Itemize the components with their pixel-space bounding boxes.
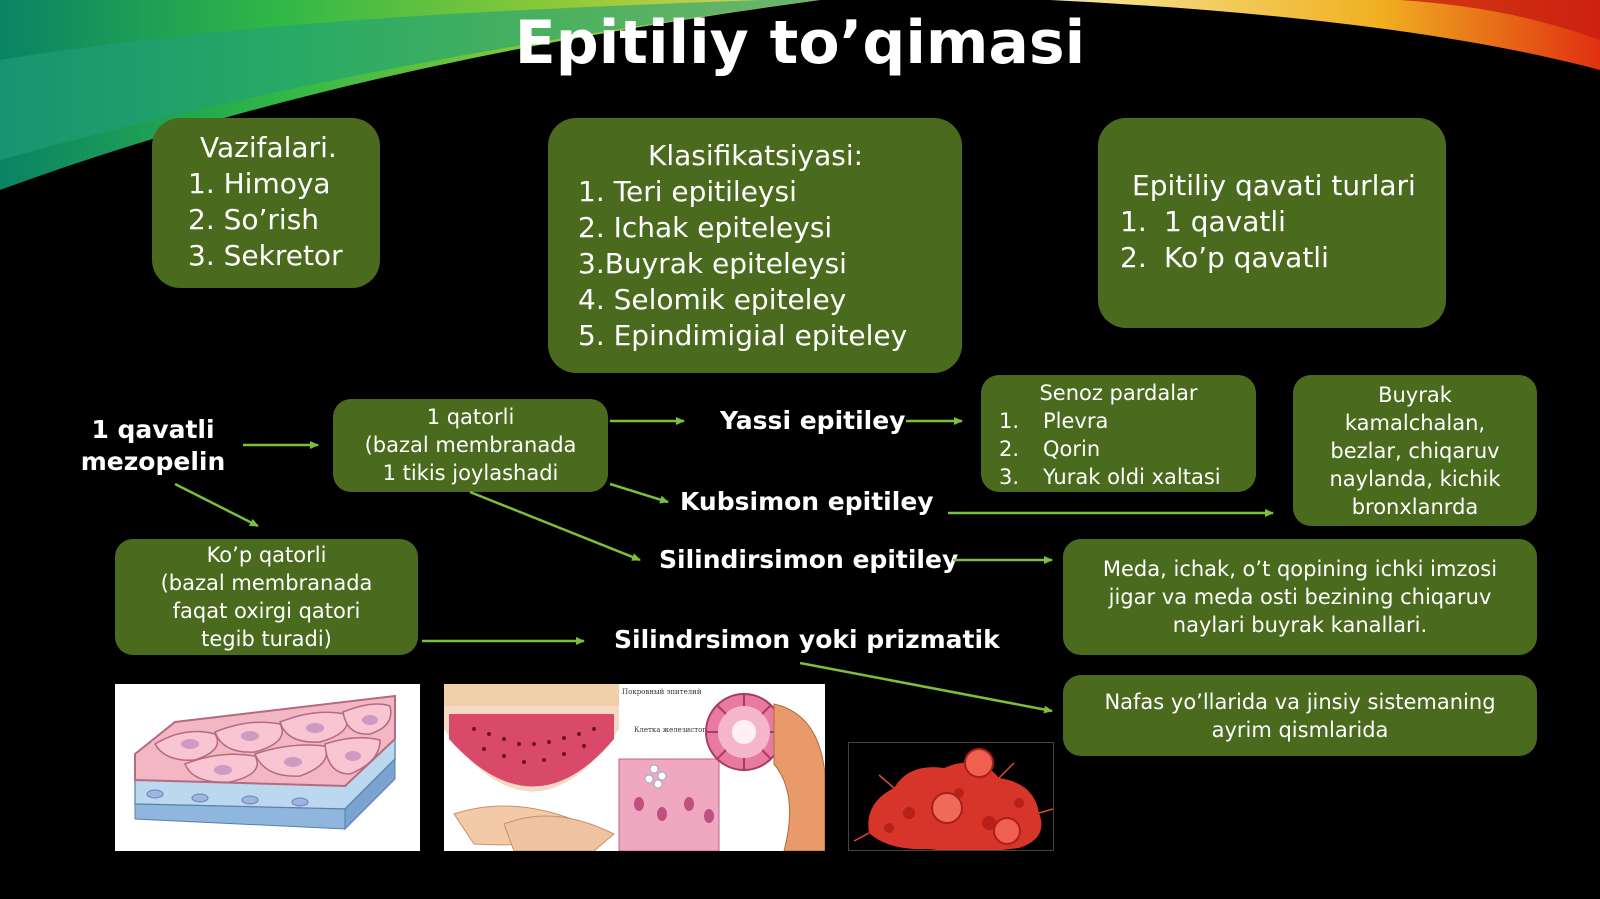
root-label-line: mezopelin	[80, 447, 226, 476]
kidney-line: kamalchalan,	[1344, 411, 1486, 435]
single-row-line: 1 tikis joylashadi	[382, 461, 559, 485]
item-number: 2.	[1120, 241, 1147, 274]
root-label-line: 1 qavatli	[91, 415, 215, 444]
arrow-single-to-cubic	[609, 482, 669, 504]
airways-line: Nafas yo’llarida va jinsiy sistemaning	[1104, 690, 1496, 714]
serous-item: 1. Plevra	[981, 407, 1256, 435]
multi-row-box: Ko’p qatorli (bazal membranada faqat oxi…	[115, 539, 418, 655]
serous-item: 2. Qorin	[981, 435, 1256, 463]
layer-types-item: 1. 1 qavatli	[1120, 204, 1446, 240]
functions-item: 3. Sekretor	[188, 239, 343, 272]
stomach-line: naylari buyrak kanallari.	[1172, 613, 1428, 637]
item-number: 1.	[1120, 205, 1147, 238]
classification-heading: Klasifikatsiyasi:	[648, 139, 864, 172]
arrow-single-to-cylinder	[469, 490, 641, 562]
single-row-line: 1 qatorli	[426, 405, 515, 429]
serous-heading: Senoz pardalar	[1039, 381, 1198, 405]
kidney-line: Buyrak	[1378, 383, 1452, 407]
single-row-line: (bazal membranada	[364, 433, 577, 457]
functions-item: 2. So’rish	[188, 203, 320, 236]
airways-line: ayrim qismlarida	[1211, 718, 1389, 742]
item-text: Plevra	[1043, 409, 1109, 433]
multi-row-line: faqat oxirgi qatori	[172, 599, 361, 623]
stomach-line: jigar va meda osti bezining chiqaruv	[1108, 585, 1492, 609]
layer-types-heading: Epitiliy qavati turlari	[1132, 169, 1416, 202]
root-label: 1 qavatli mezopelin	[78, 414, 228, 478]
item-text: Yurak oldi xaltasi	[1043, 465, 1221, 489]
squamous-epithelium-illustration	[115, 684, 420, 851]
item-text: Ko’p qavatli	[1164, 241, 1329, 274]
multi-row-line: (bazal membranada	[160, 571, 373, 595]
kidney-line: bronxlanrda	[1351, 495, 1479, 519]
single-row-box: 1 qatorli (bazal membranada 1 tikis joyl…	[333, 399, 608, 492]
classification-item: 4. Selomik epiteley	[578, 283, 847, 316]
classification-box: Klasifikatsiyasi: 1. Teri epitileysi 2. …	[548, 118, 962, 373]
skin-intestine-epithelium-illustration: Покровный эпителий Клетка железистого эп…	[444, 684, 825, 851]
prismatic-epithelium-label: Silindrsimon yoki prizmatik	[614, 625, 1000, 654]
kidney-line: naylanda, kichik	[1329, 467, 1501, 491]
item-number: 1.	[999, 409, 1020, 433]
flat-epithelium-label: Yassi epitiley	[720, 406, 906, 435]
multi-row-line: Ko’p qatorli	[206, 543, 327, 567]
cylinder-epithelium-label: Silindirsimon epitiley	[659, 545, 959, 574]
item-number: 3.	[999, 465, 1020, 489]
serous-item: 3. Yurak oldi xaltasi	[981, 463, 1256, 491]
item-text: Qorin	[1043, 437, 1101, 461]
kidney-line: bezlar, chiqaruv	[1330, 439, 1500, 463]
classification-item: 5. Epindimigial epiteley	[578, 319, 908, 352]
multi-row-line: tegib turadi)	[201, 627, 332, 651]
classification-item: 1. Teri epitileysi	[578, 175, 797, 208]
arrow-root-to-multi	[174, 482, 259, 528]
layer-types-item: 2. Ko’p qavatli	[1120, 240, 1446, 276]
layer-types-box: Epitiliy qavati turlari 1. 1 qavatli 2. Ko…	[1098, 118, 1446, 328]
functions-item: 1. Himoya	[188, 167, 331, 200]
cubic-epithelium-label: Kubsimon epitiley	[680, 487, 934, 516]
page-title: Epitiliy to’qimasi	[514, 8, 1086, 78]
airways-box: Nafas yo’llarida va jinsiy sistemaning a…	[1063, 675, 1537, 756]
illustration-label: Покровный эпителий	[622, 688, 702, 696]
stomach-box: Meda, ichak, o’t qopining ichki imzosi j…	[1063, 539, 1537, 655]
serous-membranes-box: Senoz pardalar 1. Plevra 2. Qorin 3. Yurak …	[981, 375, 1256, 492]
stomach-line: Meda, ichak, o’t qopining ichki imzosi	[1102, 557, 1498, 581]
item-number: 2.	[999, 437, 1020, 461]
classification-item: 2. Ichak epiteleysi	[578, 211, 833, 244]
functions-box: Vazifalari. 1. Himoya 2. So’rish 3. Sekr…	[152, 118, 380, 288]
item-text: 1 qavatli	[1164, 205, 1286, 238]
arrow-prismatic-to-airways	[799, 661, 1053, 714]
classification-item: 3.Buyrak epiteleysi	[578, 247, 847, 280]
kidney-box: Buyrak kamalchalan, bezlar, chiqaruv nay…	[1293, 375, 1537, 526]
illustration-label: Клетка железистого эпителия	[634, 726, 748, 734]
cell-micrograph-illustration	[848, 742, 1054, 851]
functions-heading: Vazifalari.	[200, 131, 337, 164]
